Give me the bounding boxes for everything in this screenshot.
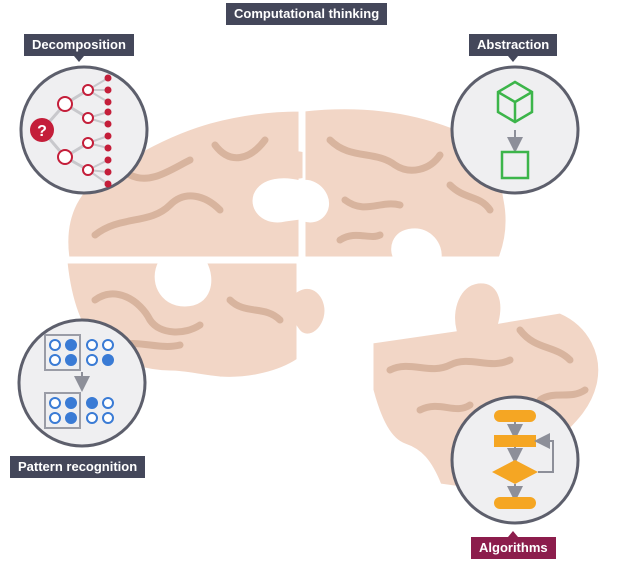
pattern-recognition-label: Pattern recognition [10,456,146,478]
flowchart-icon [492,410,554,509]
pattern-recognition-circle [17,318,147,448]
square-icon [500,150,530,180]
abstraction-label-text: Abstraction [477,37,550,52]
algorithms-label: Algorithms [471,531,556,559]
decomposition-label: Decomposition [24,34,134,62]
algorithms-label-text: Algorithms [479,540,548,555]
question-mark: ? [37,123,47,140]
decomposition-circle: ? [19,65,149,195]
decomposition-label-text: Decomposition [32,37,126,52]
tree-icon [40,74,112,188]
abstraction-pointer [508,56,519,62]
algorithms-pointer [508,531,519,537]
algorithms-circle [450,395,580,525]
abstraction-circle [450,65,580,195]
abstraction-label: Abstraction [469,34,558,62]
question-icon: ? [30,118,54,142]
page-title: Computational thinking [226,3,388,25]
cube-icon [496,80,534,124]
brain-folds [91,136,589,414]
pattern-recognition-label-text: Pattern recognition [18,459,138,474]
page-title-text: Computational thinking [234,6,380,21]
decomposition-pointer [73,56,84,62]
dot-grid-icon [44,334,114,429]
